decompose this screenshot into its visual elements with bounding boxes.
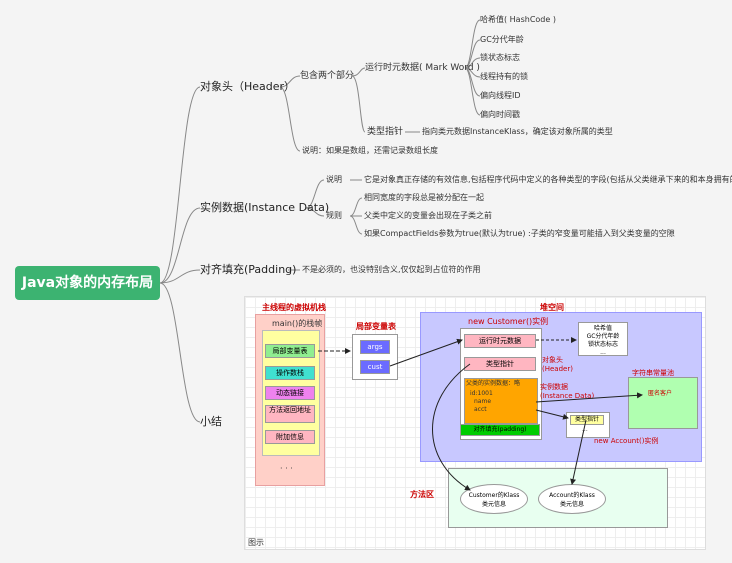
frame-title: main()的栈帧	[272, 319, 323, 328]
mark-word-item[interactable]: 哈希值( HashCode )	[480, 15, 556, 24]
frame-item-dynamic: 动态链接	[265, 386, 315, 400]
padding-node[interactable]: 对齐填充(Padding)	[200, 263, 297, 276]
header-node[interactable]: 对象头（Header）	[200, 80, 296, 93]
string-pool-title: 字符串常量池	[632, 369, 674, 377]
frame-item-locals: 局部变量表	[265, 344, 315, 358]
mark-detail: 哈希值 GC分代年龄 锁状态标志 ...	[578, 322, 628, 356]
padding-desc[interactable]: 不是必须的，也没特别含义,仅仅起到占位符的作用	[302, 265, 481, 274]
array-note[interactable]: 说明：如果是数组，还需记录数组长度	[302, 146, 438, 155]
instance-rule[interactable]: 相同宽度的字段总是被分配在一起	[364, 193, 484, 202]
cust-fields-title: 父类的实例数据：略	[466, 380, 521, 387]
cust-field: acct	[474, 406, 487, 413]
account-dots: ...	[582, 426, 588, 433]
instance-desc[interactable]: 它是对象真正存储的有效信息,包括程序代码中定义的各种类型的字段(包括从父类继承下…	[364, 175, 732, 184]
cust-field: id:1001	[470, 390, 493, 397]
cust-padding: 对齐填充(padding)	[460, 424, 540, 436]
method-area-title: 方法区	[410, 490, 434, 499]
account-klass: 类型指针	[570, 415, 604, 425]
mark-word-item[interactable]: 线程持有的锁	[480, 72, 528, 81]
instance-annot: 实例数据 (Instance Data)	[540, 383, 595, 400]
account-title: new Account()实例	[594, 437, 659, 445]
mark-word-item[interactable]: GC分代年龄	[480, 35, 524, 44]
instance-rule[interactable]: 如果CompactFields参数为true(默认为true) :子类的窄变量可…	[364, 229, 675, 238]
mark-word-item[interactable]: 偏向线程ID	[480, 91, 521, 100]
klass-pointer-desc[interactable]: 指向类元数据InstanceKlass，确定该对象所属的类型	[422, 127, 613, 136]
instance-rules-label[interactable]: 规则	[326, 211, 342, 220]
cust-fields	[464, 378, 538, 424]
header-contains-node[interactable]: 包含两个部分	[300, 71, 355, 81]
customer-title: new Customer()实例	[468, 317, 549, 326]
header-annot: 对象头 (Header)	[542, 356, 573, 373]
locals-title: 局部变量表	[356, 322, 396, 331]
mark-word-item[interactable]: 锁状态标志	[480, 53, 520, 62]
cust-field: name	[474, 398, 492, 405]
klass-pointer-node[interactable]: 类型指针	[367, 127, 404, 137]
instance-node[interactable]: 实例数据(Instance Data)	[200, 201, 330, 214]
local-cust: cust	[360, 360, 390, 374]
mark-word-node[interactable]: 运行时元数据( Mark Word )	[365, 63, 480, 73]
local-args: args	[360, 340, 390, 354]
mark-word-item[interactable]: 偏向时间戳	[480, 110, 520, 119]
instance-desc-label[interactable]: 说明	[326, 175, 342, 184]
string-value: 匿名客户	[640, 385, 680, 403]
stack-title: 主线程的虚拟机栈	[262, 303, 326, 312]
root-node[interactable]: Java对象的内存布局	[15, 266, 160, 300]
summary-node[interactable]: 小结	[200, 415, 222, 428]
frame-item-extra: 附加信息	[265, 430, 315, 444]
frame-item-return: 方法返回地址	[265, 405, 315, 423]
instance-rule[interactable]: 父类中定义的变量会出现在子类之前	[364, 211, 492, 220]
cust-mark-word: 运行时元数据	[464, 334, 536, 348]
stack-dots: · · ·	[280, 464, 293, 473]
heap-title: 堆空间	[540, 303, 564, 312]
frame-item-operand: 操作数栈	[265, 366, 315, 380]
klass-customer: Customer的Klass 类元信息	[460, 484, 528, 514]
diagram-caption: 图示	[248, 538, 264, 547]
cust-klass-pointer: 类型指针	[464, 357, 536, 371]
